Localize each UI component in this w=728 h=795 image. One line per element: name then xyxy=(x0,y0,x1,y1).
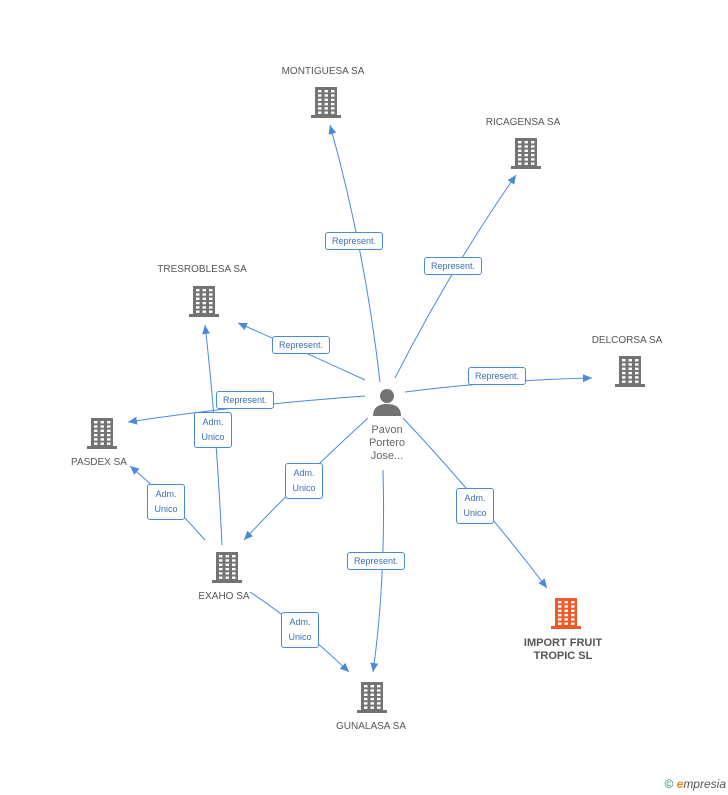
edge-label-person-exaho[interactable]: Adm. Unico xyxy=(285,463,323,499)
edge-label-person-montiguesa[interactable]: Represent. xyxy=(324,232,384,250)
person-label[interactable]: Pavon Portero Jose... xyxy=(368,424,406,462)
edge-label-person-ricagensa[interactable]: Represent. xyxy=(423,257,483,275)
edge-label-person-gunalasa[interactable]: Represent. xyxy=(346,552,406,570)
person-icon[interactable] xyxy=(373,389,401,416)
edge-label-person-import[interactable]: Adm. Unico xyxy=(456,488,494,524)
building-icon-exaho[interactable] xyxy=(212,552,242,583)
footer-brand: © empresia xyxy=(664,777,726,791)
copyright-symbol: © xyxy=(664,777,674,791)
company-label-ricagensa[interactable]: RICAGENSA SA xyxy=(485,117,561,128)
edge-label-exaho-pasdex[interactable]: Adm. Unico xyxy=(147,484,185,520)
company-label-tresroblesa[interactable]: TRESROBLESA SA xyxy=(157,264,247,275)
building-icon-montiguesa[interactable] xyxy=(311,87,341,118)
edge-label-person-pasdex[interactable]: Represent. xyxy=(215,391,275,409)
edge-label-person-delcorsa[interactable]: Represent. xyxy=(467,367,527,385)
company-label-montiguesa[interactable]: MONTIGUESA SA xyxy=(281,66,365,77)
edge-label-exaho-tresroblesa[interactable]: Adm. Unico xyxy=(194,412,232,448)
brand-logo-text: mpresia xyxy=(683,777,726,791)
edge-person-ricagensa xyxy=(394,174,517,379)
edge-person-gunalasa xyxy=(370,469,385,673)
building-icon-pasdex[interactable] xyxy=(87,418,117,449)
company-label-pasdex[interactable]: PASDEX SA xyxy=(71,457,127,468)
company-label-gunalasa[interactable]: GUNALASA SA xyxy=(335,721,407,732)
building-icon-import[interactable] xyxy=(551,598,581,629)
company-label-exaho[interactable]: EXAHO SA xyxy=(198,591,250,602)
edge-person-montiguesa xyxy=(328,124,381,383)
building-icon-ricagensa[interactable] xyxy=(511,138,541,169)
building-icon-gunalasa[interactable] xyxy=(357,682,387,713)
company-label-delcorsa[interactable]: DELCORSA SA xyxy=(591,335,663,346)
company-label-import[interactable]: IMPORT FRUIT TROPIC SL xyxy=(523,637,603,662)
brand-logo-e: e xyxy=(676,777,684,791)
building-icon-delcorsa[interactable] xyxy=(615,356,645,387)
edge-label-person-tresroblesa[interactable]: Represent. xyxy=(271,336,331,354)
building-icon-tresroblesa[interactable] xyxy=(189,286,219,317)
edge-label-exaho-gunalasa[interactable]: Adm. Unico xyxy=(281,612,319,648)
